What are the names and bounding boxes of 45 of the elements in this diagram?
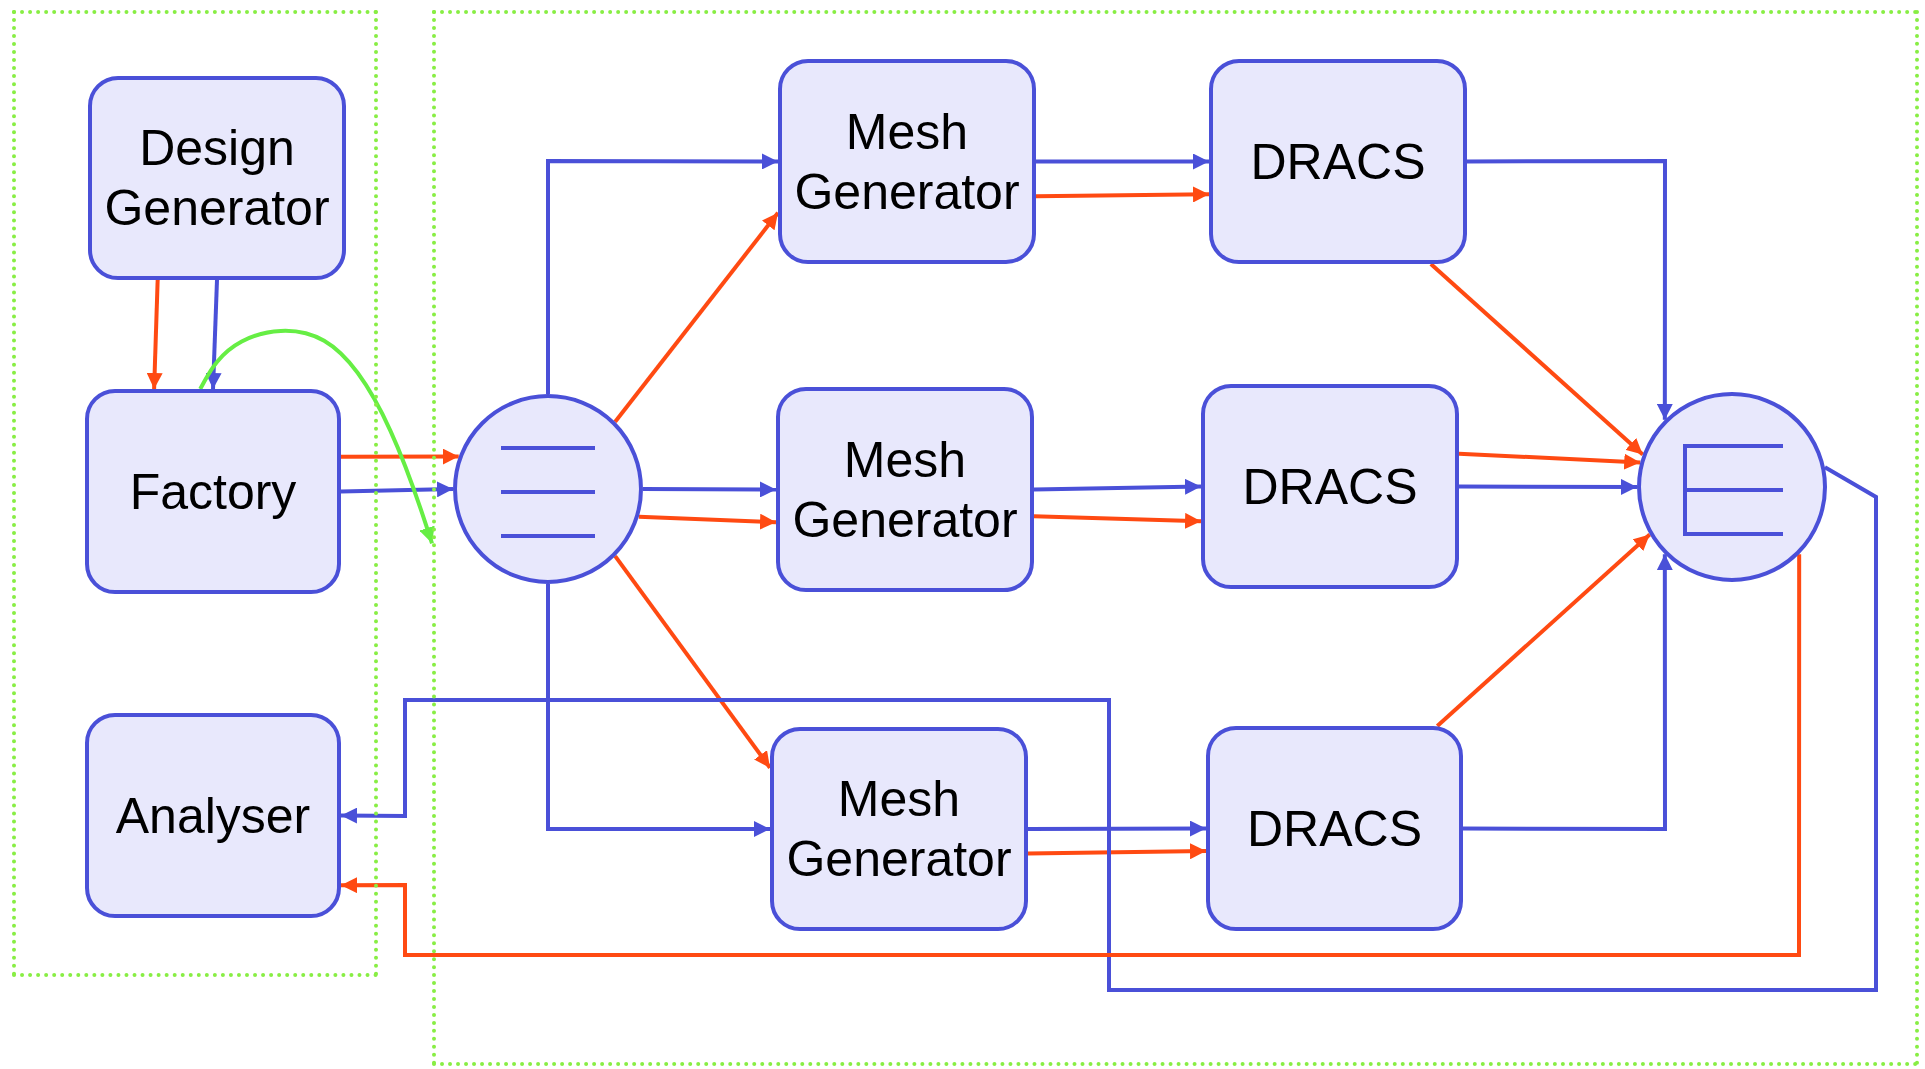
node-label: Mesh Generator: [785, 770, 1013, 889]
arrow: [146, 279, 163, 390]
process-box: [1209, 59, 1467, 264]
arrow: [638, 513, 777, 530]
node-label: Design Generator: [103, 119, 331, 238]
arrow: [613, 211, 780, 424]
group-region: [432, 10, 1919, 1066]
arrow: [1467, 159, 1673, 420]
node-label: DRACS: [1250, 132, 1426, 192]
arrow: [1435, 533, 1652, 728]
arrow: [1463, 554, 1673, 831]
node-label: Mesh Generator: [791, 430, 1019, 550]
arrow: [1036, 153, 1209, 170]
arrow: [1033, 478, 1202, 495]
arrow: [613, 555, 772, 769]
arrow: [1429, 262, 1645, 456]
arrow: [1459, 478, 1637, 495]
arrow: [205, 279, 222, 390]
node-label: DRACS: [1242, 457, 1418, 517]
process-box: [88, 76, 346, 280]
node-label: Mesh Generator: [793, 102, 1021, 222]
arrow: [1458, 451, 1641, 470]
process-box: [1201, 384, 1459, 589]
arrow: [1035, 186, 1210, 203]
arrow: [546, 153, 778, 394]
arrow: [340, 481, 454, 498]
node-label: DRACS: [1247, 799, 1422, 859]
process-box: [778, 59, 1036, 264]
arrow: [198, 328, 435, 544]
node-label: Analyser: [115, 786, 311, 846]
group-region: [12, 10, 378, 977]
arrow: [1033, 512, 1202, 529]
process-box: [770, 727, 1028, 931]
process-box: [1206, 726, 1463, 931]
process-box: [85, 389, 341, 594]
arrow: [1028, 820, 1206, 837]
arrow: [643, 481, 776, 498]
arrow: [341, 554, 1802, 957]
arrow: [1027, 843, 1207, 860]
arrow: [341, 448, 459, 465]
arrow: [546, 584, 770, 837]
arrow: [341, 465, 1878, 992]
process-box: [85, 713, 341, 918]
process-box: [776, 387, 1034, 592]
node-label: Factory: [129, 462, 297, 522]
